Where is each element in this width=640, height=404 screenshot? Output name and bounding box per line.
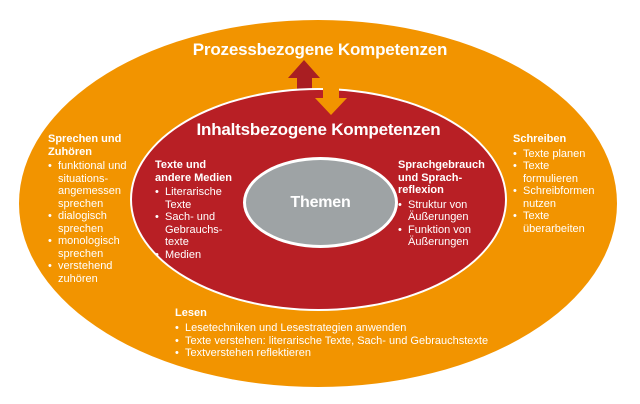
- bullet-item: • Struktur von Äußerungen: [398, 199, 518, 224]
- bullet-item: • Sach- und Gebrauchs- texte: [155, 211, 259, 249]
- bullet-dot: •: [175, 347, 179, 360]
- bullet-text: Texte verstehen: literarische Texte, Sac…: [185, 334, 489, 347]
- bullet-text: Schreibformen nutzen: [523, 185, 595, 210]
- section-title: Schreiben: [513, 133, 567, 145]
- bullet-text: Texte planen: [523, 147, 586, 160]
- bullet-list: • Struktur von Äußerungen • Funktion von Äu…: [398, 199, 518, 249]
- section-lesen: Lesen • Lesetechniken und Lesestrategien …: [175, 307, 515, 360]
- bullet-text: Funktion von Äußerungen: [408, 223, 471, 249]
- section-texte-und-andere-medien: Texte und andere Medien • Literarische Te…: [155, 159, 259, 261]
- bullet-dot: •: [155, 248, 159, 261]
- bullet-text: dialogisch sprechen: [58, 210, 107, 235]
- section-schreiben: Schreiben • Texte planen • Texte formuliere…: [513, 133, 623, 235]
- bullet-text: funktional und situations- angemessen sp…: [58, 160, 127, 210]
- bullet-list: • Lesetechniken und Lesestrategien anwend…: [175, 322, 515, 360]
- bullet-item: • monologisch sprechen: [48, 235, 160, 260]
- bullet-text: verstehend zuhören: [58, 260, 113, 285]
- themen-ellipse: Themen: [243, 157, 398, 248]
- bullet-dot: •: [513, 160, 517, 172]
- bullet-item: • Schreibformen nutzen: [513, 185, 623, 210]
- content-competencies-title: Inhaltsbezogene Kompetenzen: [196, 120, 441, 139]
- bullet-dot: •: [48, 210, 52, 222]
- themen-label: Themen: [290, 193, 351, 211]
- bullet-dot: •: [175, 321, 179, 334]
- bullet-item: • Funktion von Äußerungen: [398, 224, 518, 249]
- bullet-dot: •: [48, 160, 52, 172]
- bullet-item: • Texte formulieren: [513, 160, 623, 185]
- bullet-item: • Texte verstehen: literarische Texte, Sa…: [175, 335, 515, 348]
- bullet-list: • Texte planen • Texte formulieren • Schreibf…: [513, 148, 623, 236]
- process-competencies-title: Prozessbezogene Kompetenzen: [192, 40, 448, 59]
- bullet-text: Texte überarbeiten: [523, 210, 585, 235]
- bullet-item: • funktional und situations- angemessen s…: [48, 160, 160, 210]
- bullet-text: Lesetechniken und Lesestrategien anwende…: [185, 321, 407, 334]
- bullet-list: • Literarische Texte • Sach- und Gebrauchs-…: [155, 186, 259, 261]
- arrow-down-icon: [315, 80, 347, 115]
- bullet-list: • funktional und situations- angemessen s…: [48, 160, 160, 285]
- bullet-item: • Texte überarbeiten: [513, 210, 623, 235]
- bullet-dot: •: [175, 334, 179, 347]
- bullet-text: Medien: [165, 248, 202, 261]
- bullet-text: Literarische Texte: [165, 186, 222, 211]
- section-title: Lesen: [175, 307, 207, 319]
- bullet-dot: •: [513, 185, 517, 197]
- section-title: Sprachgebrauch und Sprach- reflexion: [398, 159, 485, 196]
- bullet-item: • Literarische Texte: [155, 186, 259, 211]
- section-title: Texte und andere Medien: [155, 159, 233, 184]
- bullet-item: • Textverstehen reflektieren: [175, 347, 515, 360]
- bullet-dot: •: [155, 211, 159, 223]
- bullet-dot: •: [155, 186, 159, 198]
- bullet-dot: •: [398, 198, 402, 211]
- section-title: Sprechen und Zuhören: [48, 133, 122, 158]
- bullet-item: • Lesetechniken und Lesestrategien anwend…: [175, 322, 515, 335]
- bullet-dot: •: [48, 235, 52, 247]
- bullet-item: • dialogisch sprechen: [48, 210, 160, 235]
- bullet-dot: •: [48, 260, 52, 272]
- bullet-dot: •: [398, 223, 402, 236]
- section-sprachgebrauch-und-sprachreflexion: Sprachgebrauch und Sprach- reflexion • St…: [398, 159, 518, 249]
- bullet-item: • verstehend zuhören: [48, 260, 160, 285]
- bullet-item: • Medien: [155, 249, 259, 262]
- bullet-text: monologisch sprechen: [58, 235, 120, 260]
- bullet-text: Struktur von Äußerungen: [408, 198, 469, 224]
- bullet-item: • Texte planen: [513, 148, 623, 161]
- bullet-text: Textverstehen reflektieren: [185, 347, 311, 360]
- bullet-text: Texte formulieren: [523, 160, 579, 185]
- bullet-text: Sach- und Gebrauchs- texte: [165, 211, 223, 248]
- bullet-dot: •: [513, 210, 517, 222]
- section-sprechen-und-zuhoeren: Sprechen und Zuhören • funktional und sit…: [48, 133, 160, 285]
- bullet-dot: •: [513, 147, 517, 160]
